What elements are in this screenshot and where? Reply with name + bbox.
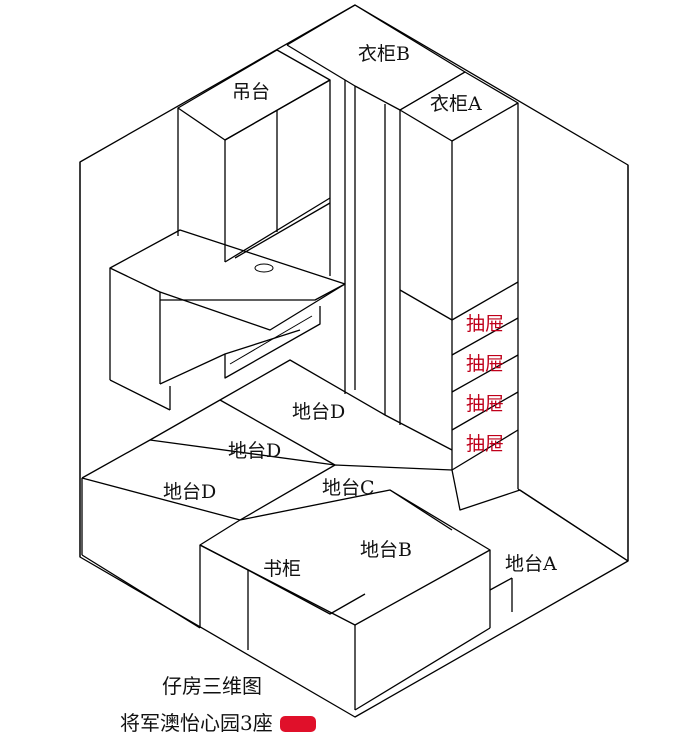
label-wardrobe-a: 衣柜A — [430, 93, 482, 115]
wardrobe-b-top — [286, 4, 466, 415]
label-platform-d-top: 地台D — [292, 401, 345, 423]
drawer-label-3: 抽屉 — [466, 393, 504, 415]
bookcase — [81, 544, 366, 650]
caption-title: 仔房三维图 — [162, 674, 262, 698]
caption-address: 将军澳怡心园3座 — [120, 711, 273, 735]
label-bookcase: 书柜 — [263, 558, 301, 580]
drawer-label-4: 抽屉 — [466, 433, 504, 455]
platform-b — [199, 489, 491, 711]
label-platform-d-left: 地台D — [163, 481, 216, 503]
desk — [109, 229, 346, 411]
label-platform-b: 地台B — [360, 539, 412, 561]
label-platform-c: 地台C — [322, 477, 375, 499]
room-outline — [79, 4, 629, 718]
label-platform-a: 地台A — [505, 553, 557, 575]
label-platform-d-mid: 地台D — [228, 440, 281, 462]
label-wardrobe-b: 衣柜B — [358, 43, 410, 65]
platform-a — [451, 469, 629, 612]
wardrobe-a — [399, 71, 629, 562]
drawer-label-2: 抽屉 — [466, 353, 504, 375]
platform-d — [81, 359, 453, 555]
drawer-label-1: 抽屉 — [466, 313, 504, 335]
redaction-mark — [280, 716, 316, 732]
label-hanging-cabinet: 吊台 — [232, 81, 270, 103]
hanging-cabinet — [177, 49, 331, 276]
